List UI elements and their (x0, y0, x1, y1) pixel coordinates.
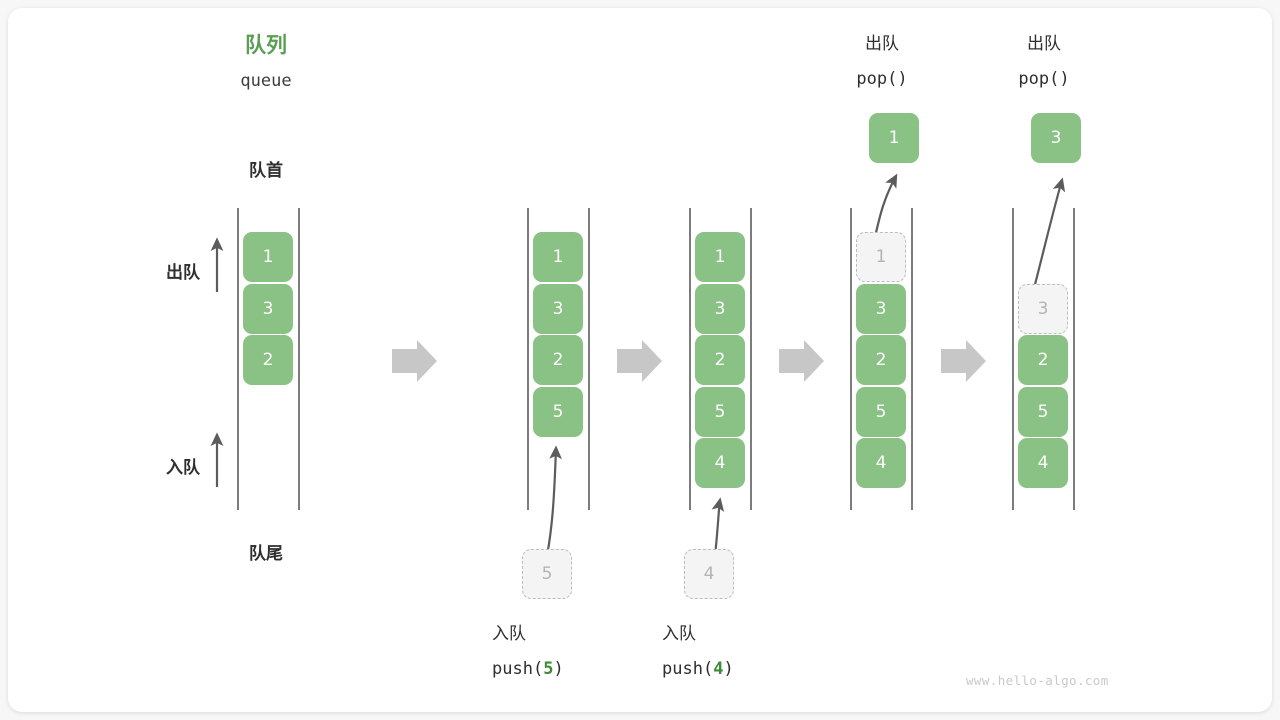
queue-cell-push-4-3: 5 (695, 386, 745, 437)
incoming-cell-push-5: 5 (522, 549, 572, 599)
push-5-caption-cn: 入队 (492, 624, 526, 644)
queue-cell-push-4-1: 3 (695, 283, 745, 334)
queue-cell-pop-3-3: 5 (1018, 386, 1068, 437)
queue-cell-pop-3-4: 4 (1018, 438, 1068, 488)
queue-cell-pop-1-1: 3 (856, 283, 906, 334)
push-4-caption-code: push(4) (662, 659, 734, 679)
queue-cell-push-5-1: 3 (533, 283, 583, 334)
pop-3-header-code: pop() (1018, 69, 1070, 89)
queue-cell-push-4-4: 4 (695, 438, 745, 488)
push-argument: 4 (713, 659, 724, 679)
queue-cell-pop-1-4: 4 (856, 438, 906, 488)
front-label: 队首 (249, 161, 283, 181)
queue-cell-pop-3-1: 3 (1018, 283, 1068, 334)
queue-cell-push-5-0: 1 (533, 232, 583, 282)
incoming-cell-push-4: 4 (684, 549, 734, 599)
queue-cell-pop-3-2: 2 (1018, 335, 1068, 385)
queue-cell-push-5-2: 2 (533, 335, 583, 385)
queue-cell-initial-2: 2 (243, 335, 293, 385)
queue-cell-push-4-0: 1 (695, 232, 745, 282)
diagram-card (8, 8, 1272, 712)
queue-cell-initial-0: 1 (243, 232, 293, 282)
page-title: 队列 (245, 33, 287, 57)
enqueue-label: 入队 (166, 458, 200, 478)
push-4-caption-cn: 入队 (662, 624, 696, 644)
queue-cell-push-5-3: 5 (533, 386, 583, 437)
popped-cell-pop-3: 3 (1031, 113, 1081, 163)
rear-label: 队尾 (249, 544, 283, 564)
push-argument: 5 (543, 659, 554, 679)
dequeue-label: 出队 (166, 263, 200, 283)
pop-1-header-cn: 出队 (865, 34, 899, 54)
queue-cell-pop-1-0: 1 (856, 232, 906, 282)
queue-cell-push-4-2: 2 (695, 335, 745, 385)
queue-cell-initial-1: 3 (243, 283, 293, 334)
watermark: www.hello-algo.com (966, 673, 1109, 688)
queue-cell-pop-1-3: 5 (856, 386, 906, 437)
push-5-caption-code: push(5) (492, 659, 564, 679)
page-subtitle: queue (240, 71, 292, 91)
popped-cell-pop-1: 1 (869, 113, 919, 163)
queue-cell-pop-1-2: 2 (856, 335, 906, 385)
pop-3-header-cn: 出队 (1027, 34, 1061, 54)
pop-1-header-code: pop() (856, 69, 908, 89)
